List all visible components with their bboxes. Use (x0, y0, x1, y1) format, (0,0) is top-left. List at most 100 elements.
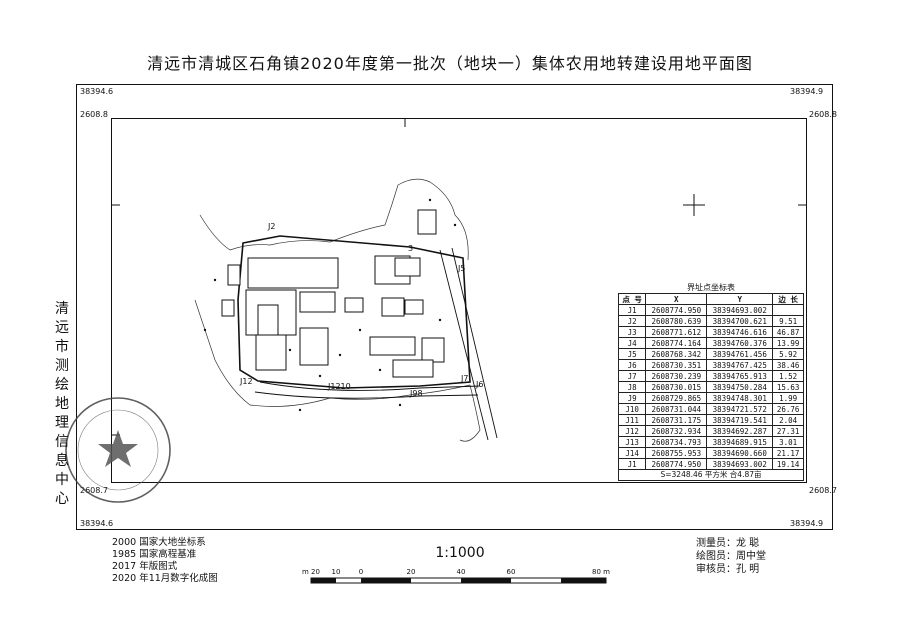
buildings (221, 209, 445, 378)
table-cell: J12 (617, 425, 647, 437)
label-j3: 3 (408, 244, 413, 253)
table-cell: 15.63 (772, 381, 804, 393)
table-cell: 38394761.456 (706, 348, 774, 360)
map-scale: 1:1000 (435, 545, 485, 561)
table-cell: 19.14 (772, 458, 804, 470)
table-cell: 38.46 (772, 359, 804, 371)
table-cell: 38394690.660 (706, 447, 774, 459)
col-header-y: Y (706, 293, 774, 305)
legend-line: 2020 年11月数字化成图 (112, 573, 218, 584)
map-legend-notes: 2000 国家大地坐标系 1985 国家高程基准 2017 年版图式 2020 … (112, 537, 218, 585)
table-cell: J13 (617, 436, 647, 448)
coord-top-right-y: 2608.8 (809, 110, 837, 119)
legend-line: 1985 国家高程基准 (112, 549, 197, 560)
table-cell: 38394765.913 (706, 370, 774, 382)
staff-drafter: 绘图员：周中堂 (696, 551, 766, 562)
table-cell: 38394750.284 (706, 381, 774, 393)
staff-credits: 测量员：龙 聪 绘图员：周中堂 审核员：孔 明 (696, 537, 766, 576)
table-cell: J3 (617, 326, 647, 338)
table-cell: J1 (617, 304, 647, 316)
table-cell: 2608730.239 (645, 370, 708, 382)
label-j1210: J1210 (327, 382, 351, 391)
table-cell: J1 (617, 458, 647, 470)
table-cell: 46.87 (772, 326, 804, 338)
table-cell: 1.52 (772, 370, 804, 382)
terrain-outline (194, 178, 481, 442)
label-j7: J7 (460, 374, 468, 383)
scale-tick: 80 m (592, 568, 610, 576)
map-outer-frame (76, 84, 833, 530)
scale-tick: m 20 (302, 568, 320, 576)
table-cell: 38394693.002 (706, 458, 774, 470)
table-cell: J11 (617, 414, 647, 426)
table-cell: J9 (617, 392, 647, 404)
boundary-point-labels: J2 3 J5 J6 J7 J98 J1210 J12 (239, 222, 483, 398)
col-header-x: X (645, 293, 708, 305)
table-cell: 38394748.301 (706, 392, 774, 404)
label-j2: J2 (267, 222, 275, 231)
table-cell: J5 (617, 348, 647, 360)
table-cell: 38394700.621 (706, 315, 774, 327)
side-institution-label: 清远市 测绘地 理信息 中心 (55, 301, 69, 507)
table-cell: J14 (617, 447, 647, 459)
staff-surveyor: 测量员：龙 聪 (696, 538, 760, 549)
staff-reviewer: 审核员：孔 明 (696, 564, 760, 575)
table-cell: 3.01 (772, 436, 804, 448)
table-cell: 5.92 (772, 348, 804, 360)
table-cell: 2608732.934 (645, 425, 708, 437)
table-cell: 2608780.639 (645, 315, 708, 327)
coord-top-right-x: 38394.9 (790, 87, 824, 96)
parcel-boundary (237, 235, 471, 389)
table-cell: 2608730.015 (645, 381, 708, 393)
col-header-point: 点 号 (617, 293, 647, 305)
table-cell: J8 (617, 381, 647, 393)
coord-top-left-x: 38394.6 (80, 87, 114, 96)
coord-bottom-right-x: 38394.9 (790, 519, 824, 528)
scale-tick: 60 (507, 568, 516, 576)
coord-bottom-left-x: 38394.6 (80, 519, 114, 528)
table-cell: 26.76 (772, 403, 804, 415)
table-cell: 38394721.572 (706, 403, 774, 415)
coord-top-left-y: 2608.8 (80, 110, 108, 119)
table-cell: J2 (617, 315, 647, 327)
table-cell: 1.99 (772, 392, 804, 404)
elevation-points (203, 198, 457, 412)
scale-tick: 40 (457, 568, 466, 576)
table-cell: 38394767.425 (706, 359, 774, 371)
table-cell: 2608731.044 (645, 403, 708, 415)
scale-tick: 10 (332, 568, 341, 576)
label-j5: J5 (457, 264, 465, 273)
table-cell: J4 (617, 337, 647, 349)
label-j6: J6 (475, 380, 483, 389)
coord-bottom-right-y: 2608.7 (809, 486, 837, 495)
table-cell: 2.04 (772, 414, 804, 426)
table-cell: 38394689.915 (706, 436, 774, 448)
official-seal (65, 397, 171, 503)
table-cell: 2608730.351 (645, 359, 708, 371)
scale-bar: m 20 10 0 20 40 60 80 m (302, 568, 610, 584)
label-j98: J98 (409, 389, 423, 398)
table-cell: 2608774.164 (645, 337, 708, 349)
table-cell: 27.31 (772, 425, 804, 437)
area-summary: S=3248.46 平方米 合4.87亩 (618, 470, 804, 481)
col-header-length: 边 长 (772, 293, 804, 305)
table-cell: J7 (617, 370, 647, 382)
table-cell: 38394746.616 (706, 326, 774, 338)
table-cell (772, 304, 804, 316)
table-caption: 界址点坐标表 (687, 283, 735, 292)
table-cell: 38394719.541 (706, 414, 774, 426)
scale-tick: 0 (359, 568, 363, 576)
